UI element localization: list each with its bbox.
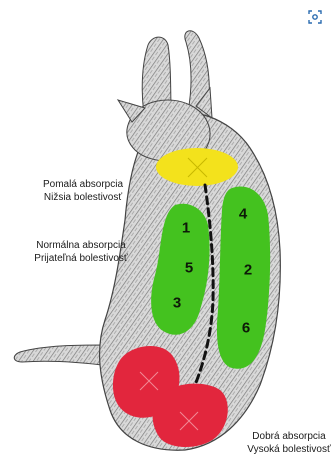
label-slow-line2: Nižsia bolestivosť <box>43 191 123 204</box>
label-normal-line1: Normálna absorpcia <box>34 239 127 252</box>
zone-number-3: 3 <box>173 295 181 312</box>
label-slow-line1: Pomalá absorpcia <box>43 178 123 191</box>
zone-number-5: 5 <box>185 260 193 277</box>
label-good-line1: Dobrá absorpcia <box>247 430 330 443</box>
label-slow-absorption: Pomalá absorpcia Nižsia bolestivosť <box>43 178 123 204</box>
zone-number-2: 2 <box>244 262 252 279</box>
zone-number-4: 4 <box>239 206 247 223</box>
visual-search-icon[interactable] <box>304 6 326 28</box>
label-good-absorption: Dobrá absorpcia Vysoká bolestivosť <box>247 430 330 456</box>
zone-number-1: 1 <box>182 220 190 237</box>
label-normal-line2: Prijateľná bolestivosť <box>34 252 127 265</box>
zone-number-6: 6 <box>242 320 250 337</box>
label-normal-absorption: Normálna absorpcia Prijateľná bolestivos… <box>34 239 127 265</box>
label-good-line2: Vysoká bolestivosť <box>247 443 330 456</box>
cat-tail <box>14 345 110 366</box>
